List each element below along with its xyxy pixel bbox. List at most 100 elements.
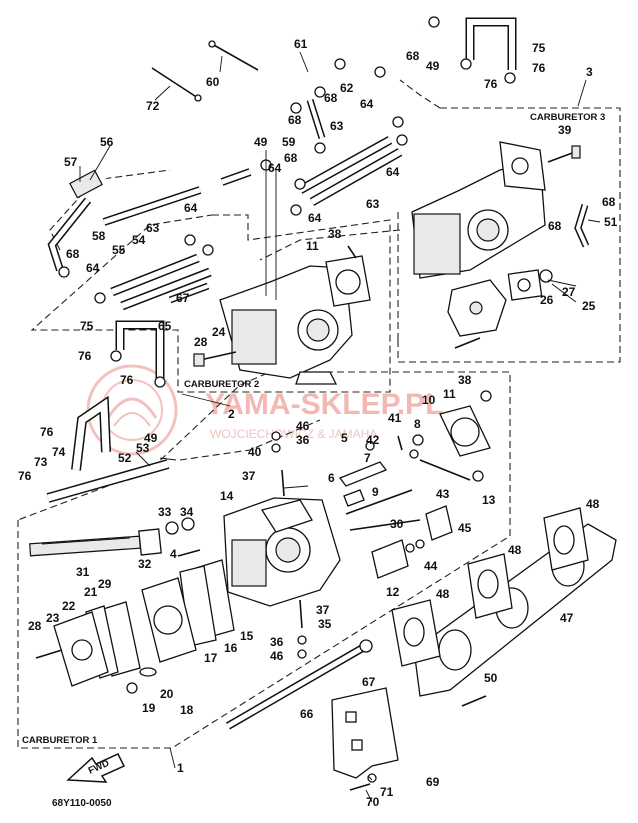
callout-17: 17 [204, 651, 218, 665]
callout-72: 72 [146, 99, 160, 113]
callout-63: 63 [330, 119, 344, 133]
callout-58: 58 [92, 229, 106, 243]
callout-65: 65 [158, 319, 172, 333]
callout-29: 29 [98, 577, 112, 591]
callout-35: 35 [318, 617, 332, 631]
carb1-boundary [17, 371, 511, 749]
callout-73: 73 [34, 455, 48, 469]
carburetor-3-label: CARBURETOR 3 [530, 112, 605, 123]
callout-75: 75 [532, 41, 546, 55]
callout-9: 9 [372, 485, 379, 499]
callout-46: 46 [296, 419, 310, 433]
callout-63c: 63 [146, 221, 160, 235]
callout-59: 59 [282, 135, 296, 149]
top-hoses [47, 16, 517, 388]
callout-37: 37 [242, 469, 256, 483]
callout-38: 38 [328, 227, 342, 241]
callout-54: 54 [132, 233, 146, 247]
callout-33: 33 [158, 505, 172, 519]
callout-28: 28 [194, 335, 208, 349]
callout-51: 51 [604, 215, 618, 229]
callout-36: 36 [296, 433, 310, 447]
callout-50: 50 [484, 671, 498, 685]
group-boundaries [17, 79, 621, 749]
callout-26: 26 [540, 293, 554, 307]
callout-8: 8 [414, 417, 421, 431]
callout-67: 67 [176, 291, 190, 305]
callout-71: 71 [380, 785, 394, 799]
callout-42: 42 [366, 433, 380, 447]
callout-46b: 46 [270, 649, 284, 663]
callout-74: 74 [52, 445, 66, 459]
callout-64b: 64 [386, 165, 400, 179]
callout-64: 64 [360, 97, 374, 111]
callout-49c: 49 [144, 431, 158, 445]
callout-11: 11 [443, 387, 456, 401]
callout-34: 34 [180, 505, 194, 519]
callout-10: 10 [422, 393, 436, 407]
callout-64d: 64 [308, 211, 322, 225]
callout-49: 49 [426, 59, 440, 73]
callout-31: 31 [76, 565, 90, 579]
callout-11b: 11 [306, 239, 319, 253]
callout-64c: 64 [268, 161, 282, 175]
intake-manifold-assembly [391, 507, 617, 707]
rod-66 [225, 639, 373, 730]
callout-16: 16 [224, 641, 238, 655]
callout-27: 27 [562, 285, 576, 299]
callout-3: 3 [586, 65, 593, 79]
fwd-arrow-icon: FWD [66, 753, 126, 783]
callout-76: 76 [532, 61, 546, 75]
callout-7: 7 [364, 451, 371, 465]
callout-57: 57 [64, 155, 78, 169]
callout-23: 23 [46, 611, 60, 625]
callout-4: 4 [170, 547, 177, 561]
callout-30: 30 [390, 517, 404, 531]
watermark: YAMA-SKLEP.PL WOJCIECHOWICZ & JAMAHA [86, 364, 443, 456]
callout-67b: 67 [362, 675, 376, 689]
callout-36b: 36 [270, 635, 284, 649]
callout-45: 45 [458, 521, 472, 535]
callout-53: 53 [136, 441, 150, 455]
callout-12: 12 [386, 585, 400, 599]
callout-43: 43 [436, 487, 450, 501]
callout-68: 68 [406, 49, 420, 63]
callout-69: 69 [426, 775, 440, 789]
callout-52: 52 [118, 451, 132, 465]
callout-32: 32 [138, 557, 152, 571]
carb2-boundary [30, 214, 391, 393]
watermark-brand: YAMA-SKLEP.PL [205, 388, 443, 421]
callout-20: 20 [160, 687, 174, 701]
callout-61: 61 [294, 37, 308, 51]
callout-68f: 68 [548, 219, 562, 233]
callout-13: 13 [482, 493, 496, 507]
callout-28b: 28 [28, 619, 42, 633]
carburetor-1-assembly [29, 390, 492, 694]
callout-68b: 68 [324, 91, 338, 105]
callout-5: 5 [341, 431, 348, 445]
callout-18: 18 [180, 703, 194, 717]
callout-48b: 48 [508, 543, 522, 557]
callout-70: 70 [366, 795, 380, 809]
callout-60: 60 [206, 75, 220, 89]
callout-63b: 63 [366, 197, 380, 211]
callout-48: 48 [586, 497, 600, 511]
carburetor-3-assembly [411, 141, 590, 349]
callout-68d: 68 [284, 151, 298, 165]
callout-56: 56 [100, 135, 114, 149]
watermark-subtitle: WOJCIECHOWICZ & JAMAHA [210, 427, 377, 441]
callout-48c: 48 [436, 587, 450, 601]
leader-lines [79, 51, 601, 803]
callout-76b: 76 [484, 77, 498, 91]
callout-22: 22 [62, 599, 76, 613]
callout-66: 66 [300, 707, 314, 721]
bracket-69 [331, 687, 399, 791]
callout-62: 62 [340, 81, 354, 95]
carburetor-2-label: CARBURETOR 2 [184, 379, 259, 390]
callout-49b: 49 [254, 135, 268, 149]
callout-44: 44 [424, 559, 438, 573]
callout-68c: 68 [288, 113, 302, 127]
callout-68g: 68 [66, 247, 80, 261]
carburetor-1-label: CARBURETOR 1 [22, 735, 98, 746]
